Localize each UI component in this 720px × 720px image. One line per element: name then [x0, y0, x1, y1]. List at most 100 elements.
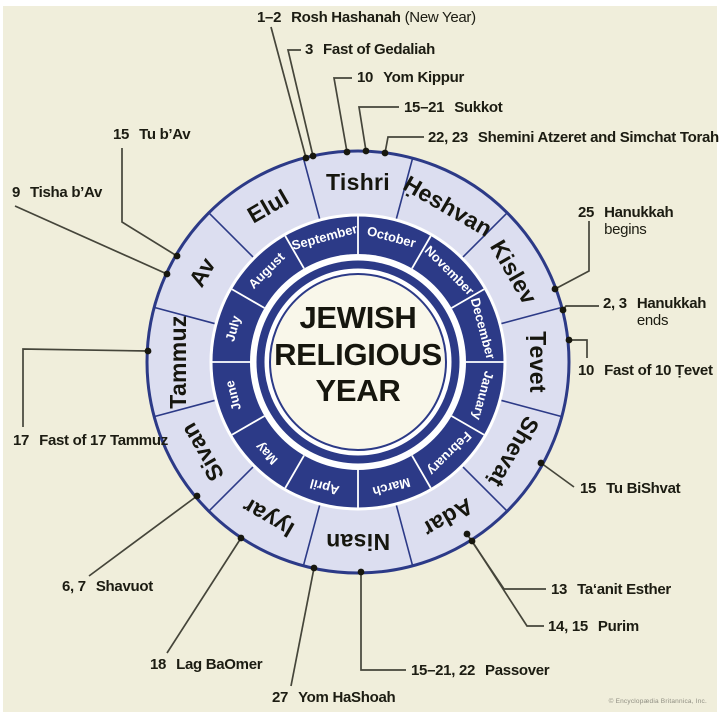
- callout-line-hanukkah-begins: [554, 221, 590, 290]
- callout-line-tu-bishvat: [540, 462, 575, 488]
- hebrew-ring-divider: [153, 399, 217, 418]
- callout-dot-rosh-hashanah: [302, 154, 310, 162]
- callout-line-sukkot: [358, 106, 399, 152]
- holiday-dates: 25: [578, 204, 595, 221]
- callout-dot-hanukkah-ends: [559, 306, 567, 314]
- callout-dot-taanit-esther: [463, 530, 471, 538]
- holiday-name: Shemini Atzeret and Simchat Torah: [478, 129, 719, 146]
- hebrew-ring-divider: [302, 157, 321, 221]
- hebrew-ring-divider: [208, 465, 255, 512]
- gregorian-ring-divider: [411, 235, 432, 269]
- hebrew-month-nisan: Nisan: [326, 529, 390, 555]
- holiday-name-subtext: ends: [636, 312, 669, 329]
- callout-dot-shemini-atzeret: [381, 149, 389, 157]
- callout-line-tisha-bav: [14, 205, 168, 275]
- callout-line-tu-bav: [121, 148, 178, 257]
- copyright-notice: © Encyclopædia Britannica, Inc.: [608, 698, 707, 705]
- callout-dot-sukkot: [362, 147, 370, 155]
- holiday-dates: 9: [12, 184, 21, 201]
- holiday-name: Ta‘anit Esther: [577, 581, 671, 598]
- holiday-dates: 2, 3: [603, 295, 627, 312]
- holiday-name: Yom Kippur: [383, 69, 464, 86]
- holiday-name-text: Tu b’Av: [139, 126, 191, 143]
- callout-dot-hanukkah-begins: [551, 285, 559, 293]
- hebrew-month-ṭevet: Ṭevet: [525, 331, 551, 393]
- hebrew-ring-divider: [395, 503, 414, 567]
- callout-dot-lag-baomer: [237, 534, 245, 542]
- holiday-name: Yom HaShoah: [298, 689, 396, 706]
- holiday-suffix: (New Year): [404, 9, 477, 26]
- hebrew-ring-divider: [461, 465, 508, 512]
- holiday-dates: 22, 23: [428, 129, 468, 146]
- gregorian-month-july: July: [222, 313, 243, 343]
- hebrew-ring-divider: [302, 503, 321, 567]
- holiday-name: Fast of 17 Tammuz: [39, 432, 168, 449]
- gregorian-ring-divider: [284, 235, 305, 269]
- callout-line-passover: [360, 572, 406, 671]
- hebrew-ring-divider: [461, 212, 508, 259]
- gregorian-ring-divider: [284, 455, 305, 489]
- callout-label-purim: 14, 15 Purim: [548, 618, 639, 635]
- holiday-name-text: Hanukkah: [636, 295, 707, 312]
- callout-line-taanit-esther: [466, 533, 546, 590]
- callout-dot-tu-bav: [173, 252, 181, 260]
- holiday-name-text: Yom Kippur: [383, 69, 464, 86]
- holiday-dates: 15–21, 22: [411, 662, 476, 679]
- holiday-name-text: Fast of 17 Tammuz: [39, 432, 168, 449]
- gregorian-ring-divider: [451, 288, 485, 309]
- holiday-dates: 3: [305, 41, 314, 58]
- callout-label-tisha-bav: 9 Tisha b’Av: [12, 184, 102, 201]
- holiday-name-subtext: begins: [604, 221, 647, 238]
- callout-line-fast-of-tevet: [569, 339, 588, 358]
- callout-line-fast-of-tammuz: [22, 348, 149, 427]
- callout-label-lag-baomer: 18 Lag BaOmer: [150, 656, 263, 673]
- callout-label-shemini-atzeret: 22, 23 Shemini Atzeret and Simchat Torah: [428, 129, 719, 146]
- callout-line-fast-of-gedaliah: [286, 49, 314, 157]
- callout-label-tu-bishvat: 15 Tu BiShvat: [580, 480, 681, 497]
- holiday-name: Fast of 10 Ṭevet: [604, 362, 713, 379]
- holiday-dates: 27: [272, 689, 289, 706]
- holiday-dates: 18: [150, 656, 167, 673]
- holiday-name: Passover: [485, 662, 550, 679]
- callout-dot-shavuot: [193, 492, 201, 500]
- holiday-name-text: Shemini Atzeret and Simchat Torah: [477, 129, 719, 146]
- holiday-name-text: Tisha b’Av: [30, 184, 103, 201]
- holiday-name-text: Yom HaShoah: [298, 689, 396, 706]
- gregorian-month-april: April: [308, 476, 340, 498]
- holiday-name: Sukkot: [454, 99, 503, 116]
- holiday-dates: 6, 7: [62, 578, 86, 595]
- callout-dot-tisha-bav: [163, 270, 171, 278]
- callout-line-lag-baomer: [166, 537, 242, 654]
- callout-dot-passover: [357, 568, 365, 576]
- hebrew-ring-divider: [499, 306, 563, 325]
- callout-line-yom-hashoah: [290, 567, 315, 687]
- callout-dot-fast-of-tammuz: [144, 347, 152, 355]
- callout-line-yom-kippur: [332, 77, 352, 153]
- holiday-name-text: Ta‘anit Esther: [577, 581, 671, 598]
- holiday-name: Purim: [598, 618, 639, 635]
- center-medallion: [269, 273, 447, 451]
- title-line-2: RELIGIOUS: [274, 336, 442, 372]
- holiday-dates: 14, 15: [548, 618, 588, 635]
- holiday-name-text: Passover: [485, 662, 550, 679]
- holiday-dates: 15: [580, 480, 597, 497]
- holiday-name-text: Lag BaOmer: [176, 656, 263, 673]
- callout-dot-fast-of-tevet: [565, 336, 573, 344]
- holiday-name-text: Sukkot: [454, 99, 503, 116]
- hebrew-month-tishri: Tishri: [326, 169, 390, 195]
- holiday-name-text: Tu BiShvat: [606, 480, 681, 497]
- hebrew-ring-divider: [499, 399, 563, 418]
- holiday-dates: 10: [578, 362, 595, 379]
- holiday-dates: 10: [357, 69, 374, 86]
